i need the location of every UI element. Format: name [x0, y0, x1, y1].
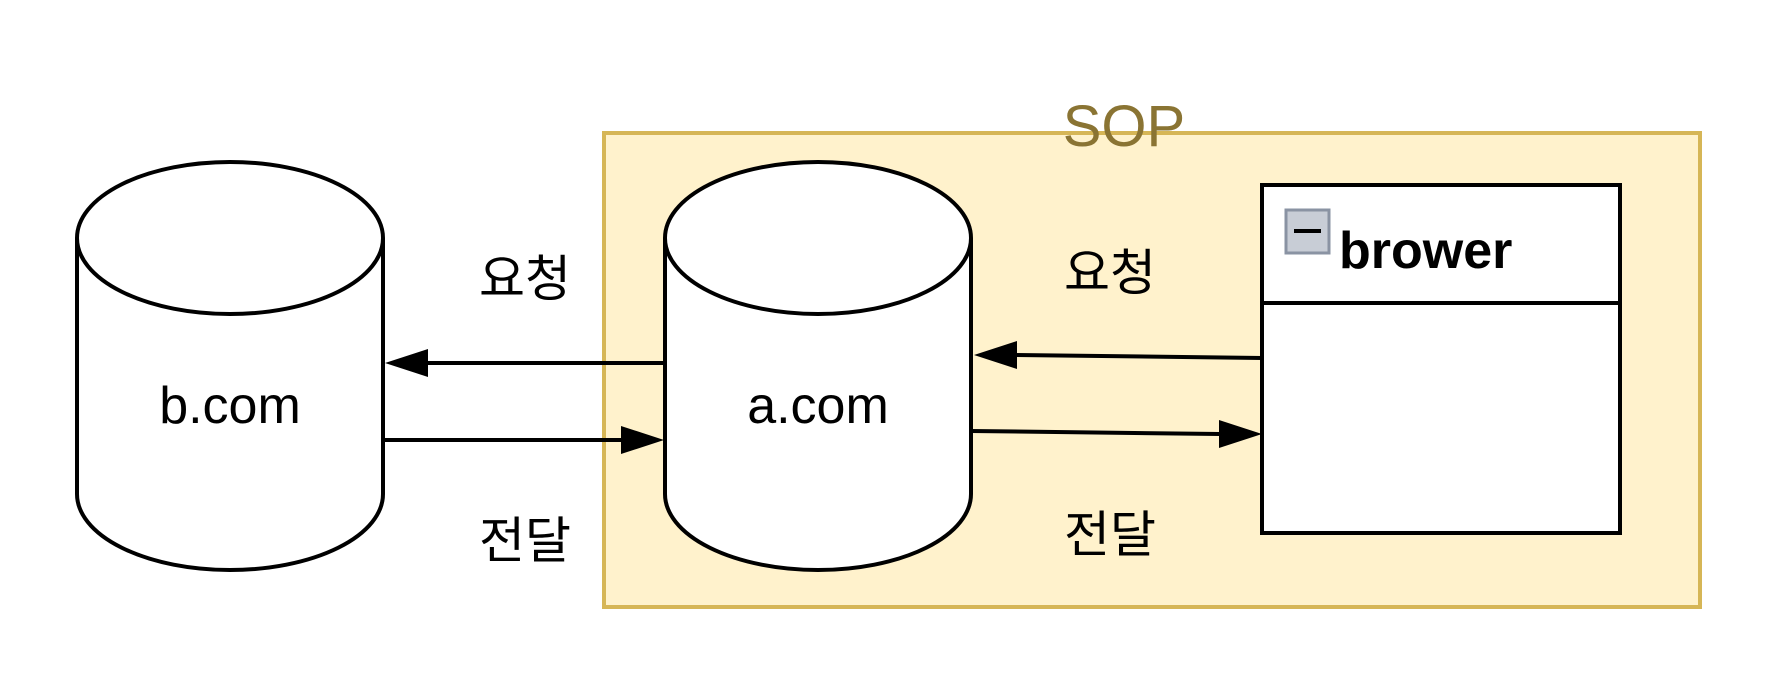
b-com-label: b.com: [159, 377, 301, 435]
edge-label-deliver-right: 전달: [1064, 506, 1156, 564]
browser-title: brower: [1339, 222, 1512, 280]
sop-label: SOP: [1063, 94, 1186, 159]
arrow-browser-to-a-request: [974, 341, 1263, 369]
a-com-database[interactable]: a.com: [663, 160, 973, 572]
arrow-a-to-browser-deliver: [970, 420, 1262, 448]
browser-class-box[interactable]: brower: [1260, 183, 1622, 535]
edge-label-deliver-left: 전달: [479, 512, 571, 570]
minus-square-icon[interactable]: [1284, 208, 1331, 255]
arrow-b-to-a-deliver: [385, 426, 664, 454]
a-com-label: a.com: [747, 377, 889, 435]
b-com-database[interactable]: b.com: [75, 160, 385, 572]
arrow-a-to-b-request: [385, 349, 665, 377]
edge-label-request-left: 요청: [479, 250, 571, 308]
edge-label-request-right: 요청: [1064, 244, 1156, 302]
